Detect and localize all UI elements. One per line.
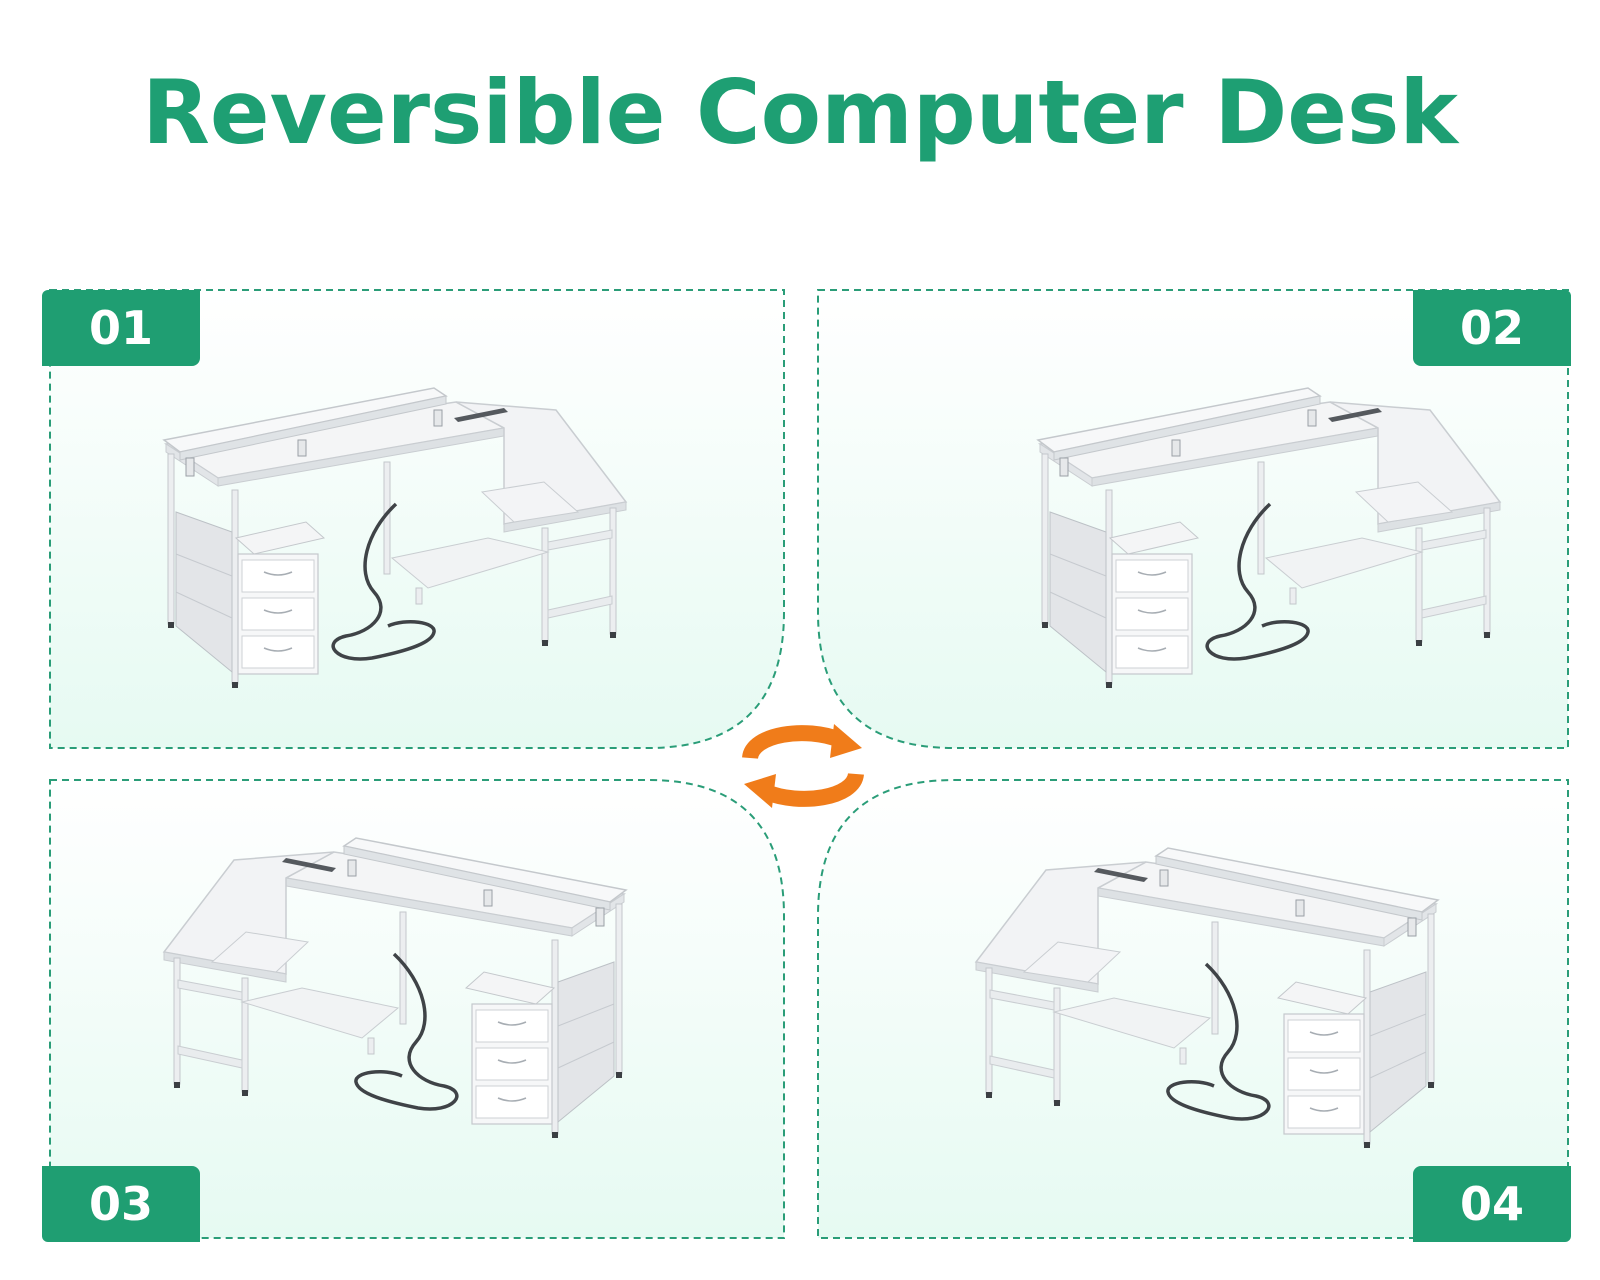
desk-illustration-3: [162, 836, 628, 1140]
desk-illustration-4: [974, 846, 1440, 1150]
page-title: Reversible Computer Desk: [142, 61, 1458, 164]
panel-number-badge-4: 04: [1413, 1166, 1571, 1242]
panel-number-badge-3: 03: [42, 1166, 200, 1242]
rotate-arrows-icon: [742, 724, 864, 808]
panel-number-badge-2: 02: [1413, 290, 1571, 366]
desk-panel-3: [42, 782, 778, 1228]
panel-number-badge-1: 01: [42, 290, 200, 366]
frame-2: [817, 289, 1569, 749]
desk-panel-4: [820, 782, 1556, 1228]
